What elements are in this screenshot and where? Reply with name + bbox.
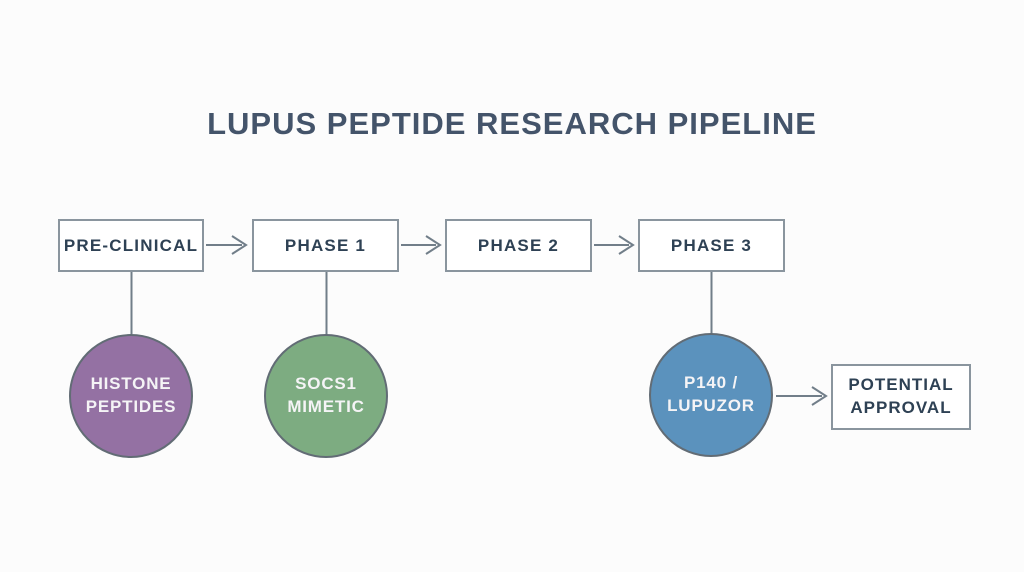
arrow-preclinical-to-phase1 [206, 235, 248, 255]
candidate-circle-socs1-mimetic: SOCS1 MIMETIC [264, 334, 388, 458]
stage-box-phase-1: PHASE 1 [252, 219, 399, 272]
candidate-label-histone-line1: HISTONE [90, 374, 172, 394]
stage-label-pre-clinical: PRE-CLINICAL [63, 235, 199, 255]
outcome-box-potential-approval: POTENTIAL APPROVAL [831, 364, 971, 430]
stage-label-phase-2: PHASE 2 [477, 235, 560, 255]
candidate-label-histone-line2: PEPTIDES [85, 397, 177, 416]
page-title: LUPUS PEPTIDE RESEARCH PIPELINE [207, 106, 817, 141]
arrow-phase1-to-phase2 [401, 235, 442, 255]
stage-label-phase-1: PHASE 1 [284, 235, 367, 255]
candidate-circle-histone-peptides: HISTONE PEPTIDES [69, 334, 193, 458]
stage-box-phase-3: PHASE 3 [638, 219, 785, 272]
candidate-label-socs1-line1: SOCS1 [295, 374, 357, 394]
candidate-label-socs1-line2: MIMETIC [287, 397, 365, 416]
arrow-phase2-to-phase3 [594, 235, 635, 255]
stage-label-phase-3: PHASE 3 [670, 235, 753, 255]
outcome-label-line1: POTENTIAL [848, 375, 954, 395]
outcome-label-line2: APPROVAL [850, 398, 952, 417]
candidate-label-p140-line2: LUPUZOR [667, 396, 755, 415]
arrow-p140-to-approval [776, 386, 828, 406]
stage-box-phase-2: PHASE 2 [445, 219, 592, 272]
candidate-circle-p140-lupuzor: P140 / LUPUZOR [649, 333, 773, 457]
stage-box-pre-clinical: PRE-CLINICAL [58, 219, 204, 272]
candidate-label-p140-line1: P140 / [684, 373, 738, 393]
